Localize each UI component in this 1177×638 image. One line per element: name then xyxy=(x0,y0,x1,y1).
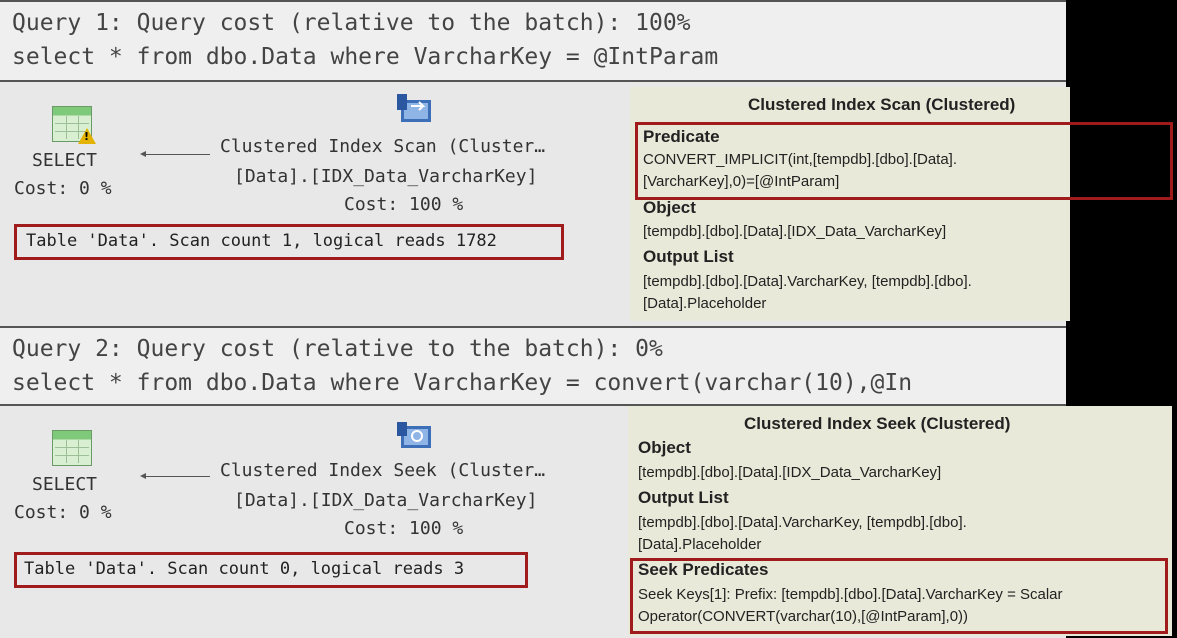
query2-cost-line: Query 2: Query cost (relative to the bat… xyxy=(12,336,663,362)
tooltip-title: Clustered Index Scan (Clustered) xyxy=(748,95,1016,114)
operator-cost: Cost: 100 % xyxy=(344,194,464,215)
operator-object: [Data].[IDX_Data_VarcharKey] xyxy=(234,490,538,511)
operator-name: Clustered Index Seek (Cluster… xyxy=(220,460,546,481)
seek-predicates-label: Seek Predicates xyxy=(638,560,769,579)
operator-name: Clustered Index Scan (Cluster… xyxy=(220,136,546,157)
query1-header: Query 1: Query cost (relative to the bat… xyxy=(0,0,1066,82)
predicate-highlight xyxy=(635,122,1173,200)
query2-operator-tooltip: Clustered Index Seek (Clustered) Object … xyxy=(628,406,1172,636)
select-cost: Cost: 0 % xyxy=(14,502,112,523)
operator-object: [Data].[IDX_Data_VarcharKey] xyxy=(234,166,538,187)
io-statistics: Table 'Data'. Scan count 0, logical read… xyxy=(24,559,465,579)
object-label: Object xyxy=(643,198,696,217)
query1-cost-line: Query 1: Query cost (relative to the bat… xyxy=(12,10,691,36)
flow-arrow xyxy=(140,151,210,157)
output-list-label: Output List xyxy=(638,488,729,507)
query2-sql-line[interactable]: select * from dbo.Data where VarcharKey … xyxy=(12,370,913,396)
clustered-index-seek-icon[interactable] xyxy=(393,416,435,452)
select-table-icon[interactable] xyxy=(52,430,92,466)
output-list-value: [tempdb].[dbo].[Data].VarcharKey, [tempd… xyxy=(643,273,972,312)
seek-predicates-highlight xyxy=(630,558,1168,634)
operator-cost: Cost: 100 % xyxy=(344,518,464,539)
output-list-label: Output List xyxy=(643,247,734,266)
flow-arrow xyxy=(140,473,210,479)
tooltip-title: Clustered Index Seek (Clustered) xyxy=(744,414,1011,433)
predicate-label: Predicate xyxy=(643,127,720,146)
select-label: SELECT xyxy=(32,150,98,171)
output-list-value: [tempdb].[dbo].[Data].VarcharKey, [tempd… xyxy=(638,514,967,553)
warning-icon[interactable]: ! xyxy=(78,128,96,144)
io-statistics: Table 'Data'. Scan count 1, logical read… xyxy=(26,231,497,251)
select-label: SELECT xyxy=(32,474,98,495)
stats-highlight xyxy=(14,552,528,588)
query1-operator-tooltip: Clustered Index Scan (Clustered) Predica… xyxy=(630,87,1173,321)
clustered-index-scan-icon[interactable] xyxy=(393,90,435,126)
object-value: [tempdb].[dbo].[Data].[IDX_Data_VarcharK… xyxy=(638,464,942,481)
select-cost: Cost: 0 % xyxy=(14,178,112,199)
query1-sql-line[interactable]: select * from dbo.Data where VarcharKey … xyxy=(12,44,719,70)
object-value: [tempdb].[dbo].[Data].[IDX_Data_VarcharK… xyxy=(643,223,947,240)
object-label: Object xyxy=(638,438,691,457)
query2-header: Query 2: Query cost (relative to the bat… xyxy=(0,326,1066,406)
stats-highlight xyxy=(14,224,564,260)
predicate-value: CONVERT_IMPLICIT(int,[tempdb].[dbo].[Dat… xyxy=(643,151,958,190)
seek-predicates-value: Seek Keys[1]: Prefix: [tempdb].[dbo].[Da… xyxy=(638,586,1063,625)
